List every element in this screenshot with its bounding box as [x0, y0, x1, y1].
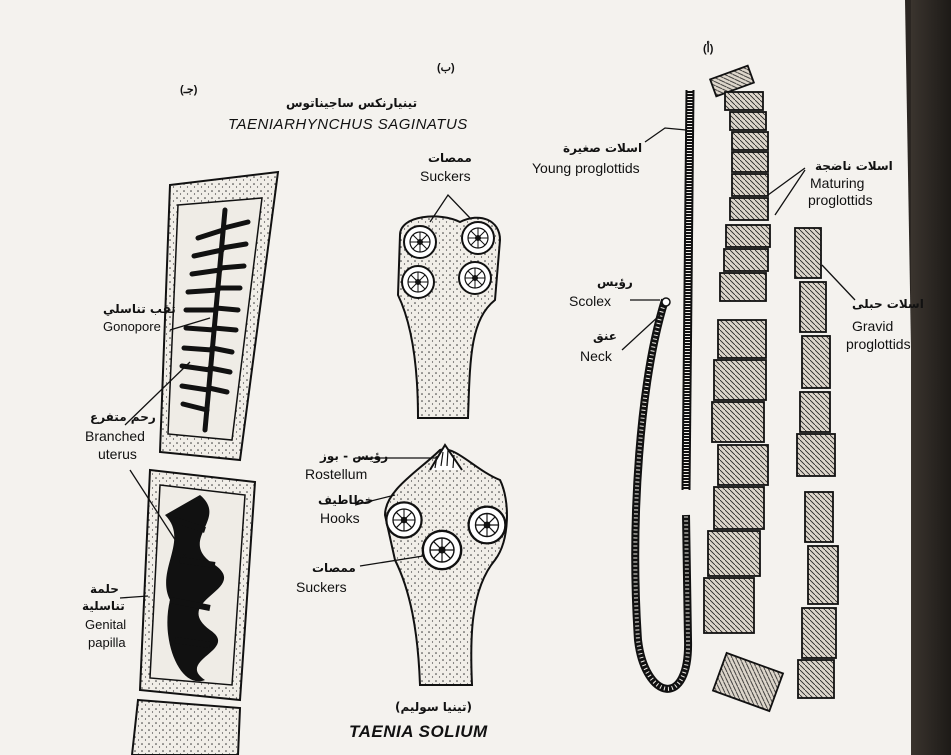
- young-label-ar: اسلات صغيرة: [563, 142, 642, 156]
- rostellum-label-ar: رؤيس - بوز: [320, 450, 388, 464]
- neck-label-ar: عنق: [593, 330, 617, 344]
- maturing-label-1: Maturing: [810, 175, 864, 191]
- papilla-label-ar-1: حلمة: [90, 583, 119, 597]
- maturing-label-2: proglottids: [808, 192, 873, 208]
- suckers-top-label-ar: ممصات: [428, 152, 472, 166]
- gravid-label-ar: اسلات حبلى: [852, 298, 924, 312]
- uterus-label-ar: رحم متفرع: [90, 411, 156, 425]
- saginatus-title: TAENIARHYNCHUS SAGINATUS: [228, 116, 468, 133]
- saginatus-strip: [120, 172, 278, 755]
- gravid-label-2: proglottids: [846, 336, 911, 352]
- gonopore-label: Gonopore: [103, 320, 161, 335]
- suckers-top-label: Suckers: [420, 168, 471, 184]
- maturing-label-ar: اسلات ناضجة: [815, 160, 893, 174]
- panel-b-tag: (ب): [437, 62, 455, 75]
- scolex-label: Scolex: [569, 293, 611, 309]
- saginatus-title-ar: تينيارنكس ساجيناتوس: [286, 97, 417, 111]
- uterus-label-2: uterus: [98, 446, 137, 462]
- hooks-label-ar: خطاطيف: [318, 494, 373, 508]
- solium-scolex-top: [398, 195, 500, 418]
- young-label: Young proglottids: [532, 160, 640, 176]
- neck-label: Neck: [580, 348, 612, 364]
- solium-scolex-rostellum: [355, 445, 507, 685]
- solium-title-ar: (تينيا سوليم): [395, 701, 472, 715]
- scolex-label-ar: رؤيس: [597, 276, 633, 290]
- rostellum-label: Rostellum: [305, 466, 367, 482]
- papilla-label-1: Genital: [85, 618, 126, 633]
- gravid-label-1: Gravid: [852, 318, 893, 334]
- papilla-label-2: papilla: [88, 636, 126, 651]
- solium-title: TAENIA SOLIUM: [349, 722, 488, 742]
- suckers-bottom-label-ar: ممصات: [312, 562, 356, 576]
- panel-c-tag: (جـ): [180, 84, 197, 97]
- hooks-label: Hooks: [320, 510, 360, 526]
- suckers-bottom-label: Suckers: [296, 579, 347, 595]
- gonopore-label-ar: ثقب تناسلي: [103, 303, 176, 317]
- uterus-label-1: Branched: [85, 428, 145, 444]
- panel-a-tag: (أ): [703, 43, 713, 56]
- papilla-label-ar-2: تناسلية: [82, 600, 125, 614]
